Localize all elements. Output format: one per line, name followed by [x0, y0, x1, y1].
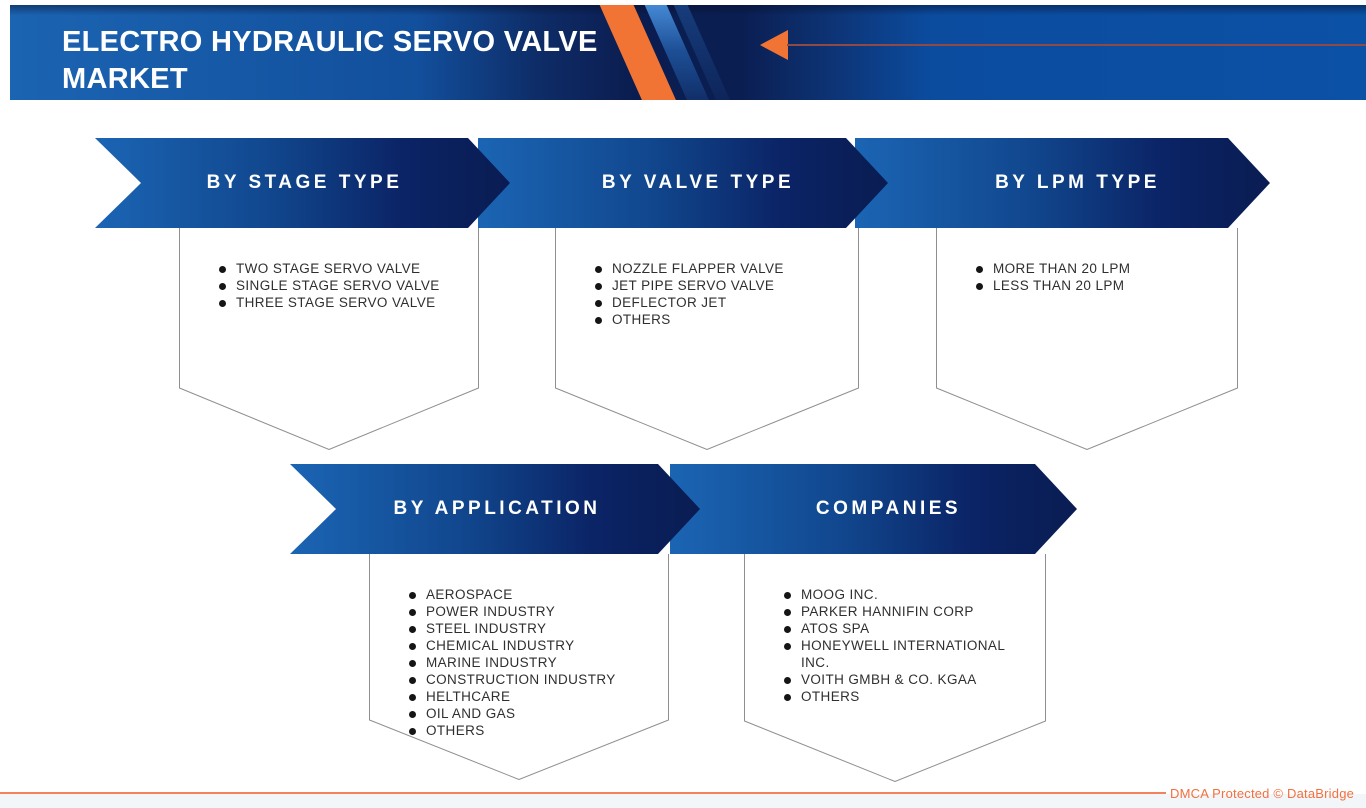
arrow-tail-line [787, 44, 1366, 46]
pentagon-outline [369, 554, 669, 780]
ribbon-by-application: BY APPLICATION [290, 464, 700, 554]
footer-strip [0, 794, 1366, 808]
list-item: HELTHCARE [409, 688, 657, 705]
list-item: NOZZLE FLAPPER VALVE [595, 260, 847, 277]
list-item: SINGLE STAGE SERVO VALVE [219, 277, 467, 294]
list-item: THREE STAGE SERVO VALVE [219, 294, 467, 311]
list-item: VOITH GMBH & CO. KGAA [784, 671, 1034, 688]
list-item: STEEL INDUSTRY [409, 620, 657, 637]
pentagon-outline [936, 228, 1238, 450]
ribbon-by-lpm-type: BY LPM TYPE [855, 138, 1270, 228]
list-item: LESS THAN 20 LPM [976, 277, 1226, 294]
pentagon-outline [555, 228, 859, 450]
ribbon-label: BY APPLICATION [393, 498, 601, 519]
ribbon-companies: COMPANIES [670, 464, 1077, 554]
ribbon-label: BY VALVE TYPE [601, 172, 795, 193]
list-item: PARKER HANNIFIN CORP [784, 603, 1034, 620]
footer-divider-line [0, 792, 1166, 794]
pentagon-outline [744, 554, 1046, 782]
ribbon-by-stage-type: BY STAGE TYPE [95, 138, 510, 228]
header-banner: ELECTRO HYDRAULIC SERVO VALVE MARKET [10, 5, 1366, 100]
list-item: ATOS SPA [784, 620, 1034, 637]
list-item: OTHERS [784, 688, 1034, 705]
list-item: CONSTRUCTION INDUSTRY [409, 671, 657, 688]
list-item: OIL AND GAS [409, 705, 657, 722]
list-item: DEFLECTOR JET [595, 294, 847, 311]
list-item: MORE THAN 20 LPM [976, 260, 1226, 277]
list-item: MARINE INDUSTRY [409, 654, 657, 671]
ribbon-label: BY STAGE TYPE [206, 172, 403, 193]
list-item: TWO STAGE SERVO VALVE [219, 260, 467, 277]
list-item: OTHERS [409, 722, 657, 739]
left-arrow-icon [760, 30, 788, 60]
list-item: AEROSPACE [409, 586, 657, 603]
ribbon-by-valve-type: BY VALVE TYPE [478, 138, 888, 228]
list-item: JET PIPE SERVO VALVE [595, 277, 847, 294]
pentagon-outline [179, 228, 479, 450]
list-item: MOOG INC. [784, 586, 1034, 603]
list-item: OTHERS [595, 311, 847, 328]
list-item: CHEMICAL INDUSTRY [409, 637, 657, 654]
ribbon-label: BY LPM TYPE [995, 172, 1160, 193]
page-title: ELECTRO HYDRAULIC SERVO VALVE MARKET [62, 26, 598, 95]
ribbon-label: COMPANIES [815, 498, 962, 519]
list-item: POWER INDUSTRY [409, 603, 657, 620]
dmca-credit: DMCA Protected © DataBridge [1170, 786, 1355, 801]
list-item: HONEYWELL INTERNATIONAL INC. [784, 637, 1034, 671]
